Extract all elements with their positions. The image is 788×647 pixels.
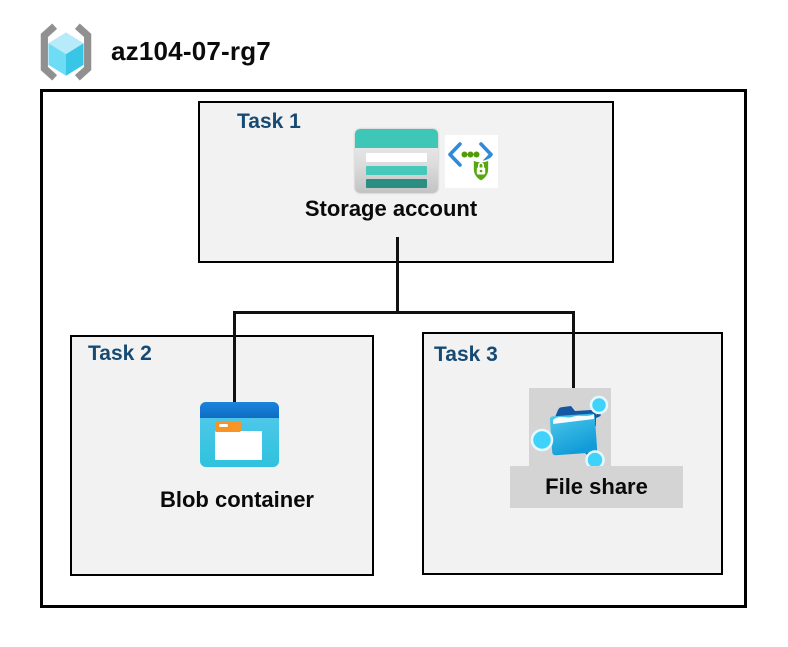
connector-to-fileshare	[572, 311, 575, 391]
blob-container-caption: Blob container	[159, 487, 314, 512]
connector-horizontal	[233, 311, 575, 314]
task2-label: Task 2	[88, 342, 152, 365]
storage-account-icon	[355, 129, 438, 193]
resource-group-icon	[40, 23, 92, 81]
connector-storage-stem	[396, 237, 399, 314]
storage-account-caption: Storage account	[304, 196, 478, 221]
resource-group-name: az104-07-rg7	[111, 36, 271, 66]
task1-label: Task 1	[237, 110, 301, 133]
file-share-caption: File share	[510, 466, 683, 508]
secure-endpoint-icon	[445, 135, 498, 188]
task3-label: Task 3	[434, 343, 498, 366]
blob-container-icon	[200, 402, 279, 467]
file-share-icon	[529, 388, 611, 470]
connector-to-blob	[233, 311, 236, 404]
